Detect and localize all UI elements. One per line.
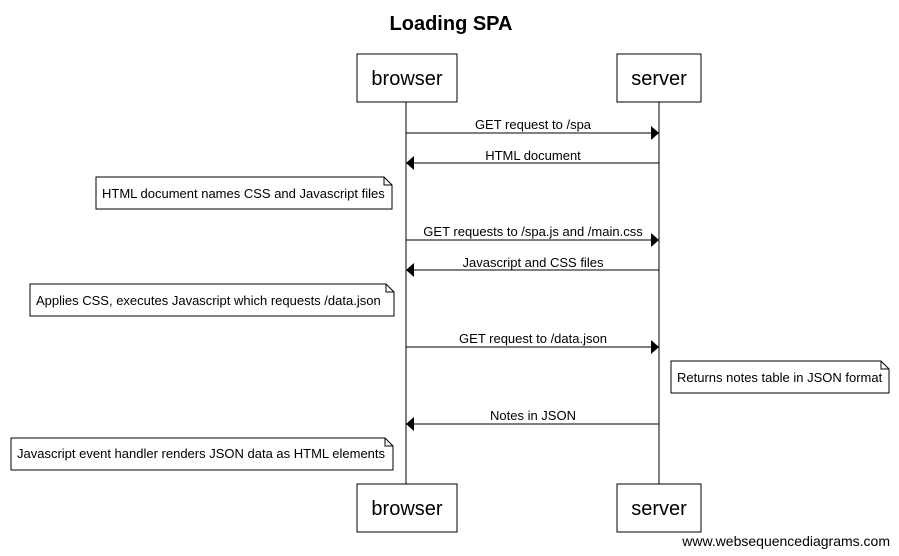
arrowhead-icon bbox=[651, 233, 659, 247]
diagram-title: Loading SPA bbox=[390, 13, 513, 35]
participant-browser-bottom: browser bbox=[356, 483, 458, 533]
message-label: Notes in JSON bbox=[490, 408, 576, 423]
arrowhead-icon bbox=[406, 156, 414, 170]
message-label: GET request to /spa bbox=[475, 117, 592, 132]
note: Returns notes table in JSON format bbox=[670, 360, 890, 394]
note-text: Javascript event handler renders JSON da… bbox=[17, 446, 386, 461]
message-arrow: GET requests to /spa.js and /main.css bbox=[406, 224, 659, 247]
message-label: HTML document bbox=[485, 148, 581, 163]
message-arrow: GET request to /spa bbox=[406, 117, 659, 140]
note: Applies CSS, executes Javascript which r… bbox=[29, 283, 395, 317]
participant-label: browser bbox=[371, 498, 442, 520]
note-text: Applies CSS, executes Javascript which r… bbox=[36, 293, 381, 308]
participant-label: server bbox=[631, 68, 687, 90]
message-arrow: Notes in JSON bbox=[406, 408, 659, 431]
message-arrow: Javascript and CSS files bbox=[406, 255, 659, 277]
message-label: GET request to /data.json bbox=[459, 331, 607, 346]
note-text: Returns notes table in JSON format bbox=[677, 370, 883, 385]
note: Javascript event handler renders JSON da… bbox=[10, 437, 394, 471]
participant-server-top: server bbox=[616, 53, 702, 103]
participant-label: browser bbox=[371, 68, 442, 90]
arrowhead-icon bbox=[406, 263, 414, 277]
arrowhead-icon bbox=[651, 340, 659, 354]
participant-browser-top: browser bbox=[356, 53, 458, 103]
message-label: GET requests to /spa.js and /main.css bbox=[423, 224, 643, 239]
participant-server-bottom: server bbox=[616, 483, 702, 533]
note: HTML document names CSS and Javascript f… bbox=[95, 176, 393, 210]
arrowhead-icon bbox=[406, 417, 414, 431]
note-text: HTML document names CSS and Javascript f… bbox=[102, 186, 385, 201]
message-arrow: HTML document bbox=[406, 148, 659, 170]
footer-link[interactable]: www.websequencediagrams.com bbox=[681, 533, 890, 549]
message-label: Javascript and CSS files bbox=[463, 255, 604, 270]
message-arrow: GET request to /data.json bbox=[406, 331, 659, 354]
participant-label: server bbox=[631, 498, 687, 520]
arrowhead-icon bbox=[651, 126, 659, 140]
